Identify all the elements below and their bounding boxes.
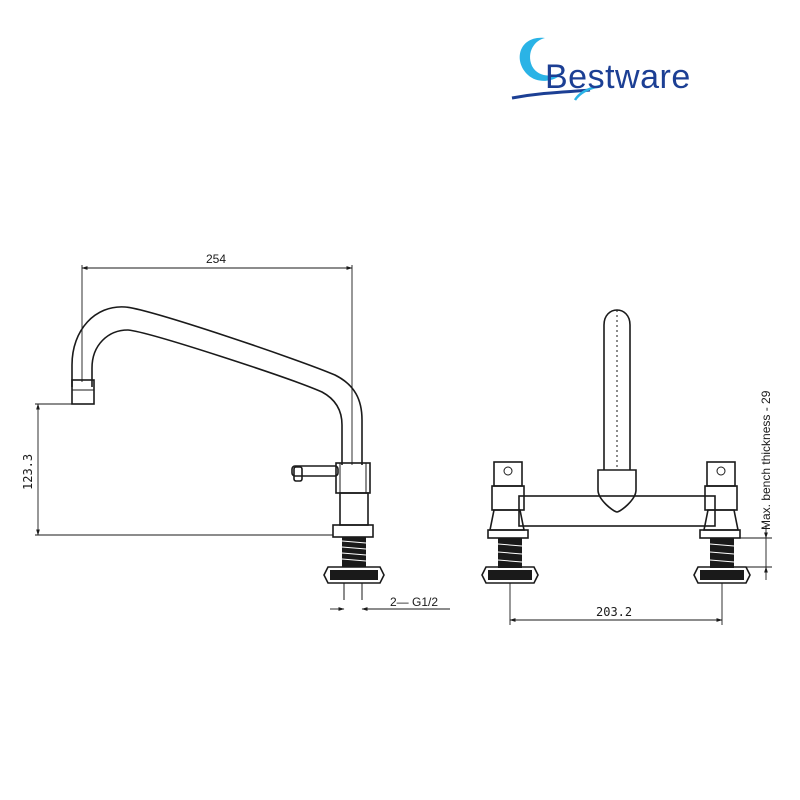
dimension-bench-thickness: Max. bench thickness - 29 — [740, 390, 773, 580]
label-center-distance: 203.2 — [596, 605, 632, 619]
label-bench-thickness: Max. bench thickness - 29 — [759, 390, 773, 530]
dimension-spout-reach: 254 — [81, 252, 353, 465]
logo-text: Bestware — [545, 58, 691, 96]
thread-shank — [341, 537, 367, 567]
dimension-outlet-height: 123.3 — [21, 403, 333, 536]
front-thread-shank-right — [709, 538, 735, 568]
label-outlet-height: 123.3 — [21, 454, 35, 490]
dimension-thread: 2— G1/2 — [330, 595, 450, 611]
front-thread-shank-left — [497, 538, 523, 568]
label-spout-reach: 254 — [206, 252, 226, 266]
front-view-faucet — [481, 309, 751, 584]
side-view-faucet — [71, 306, 385, 600]
dimension-center-distance: 203.2 — [509, 583, 723, 625]
brand-logo: Bestware — [511, 37, 691, 101]
label-thread: 2— G1/2 — [390, 595, 438, 609]
logo-swoosh-icon — [511, 37, 601, 101]
